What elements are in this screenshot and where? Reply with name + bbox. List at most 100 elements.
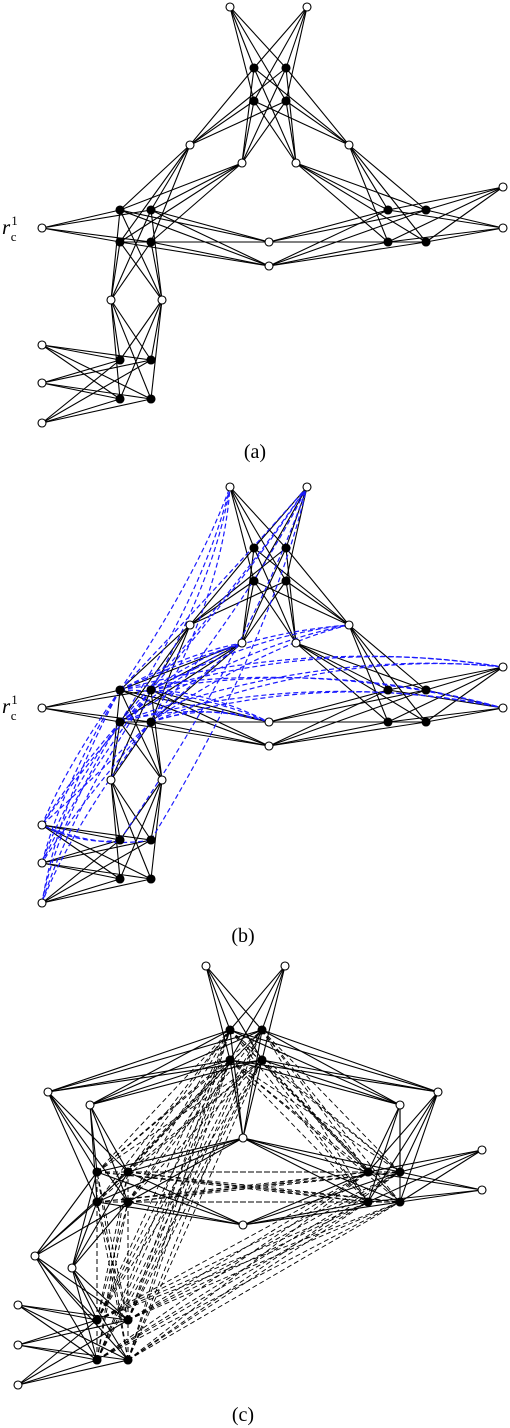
filled-node [257, 1025, 267, 1035]
edge [229, 1029, 401, 1106]
edge [110, 299, 152, 361]
blue-dashed-edge [119, 486, 308, 841]
edge [150, 689, 270, 747]
filled-node [123, 1167, 133, 1177]
hollow-node [498, 182, 508, 192]
blue-dashed-edge [119, 486, 308, 723]
edge [110, 209, 121, 301]
edge [127, 1137, 244, 1173]
black-dashed-edge [261, 1029, 369, 1203]
edge [150, 144, 191, 243]
black-dashed-edge [229, 1029, 369, 1203]
edge [285, 6, 308, 69]
edge [253, 6, 308, 69]
black-dashed-edge [96, 1059, 231, 1361]
hollow-node [37, 858, 47, 868]
hollow-node [280, 961, 290, 971]
edge [367, 1149, 483, 1203]
edge [119, 689, 270, 723]
black-dashed-edge [127, 1029, 263, 1203]
edge [110, 721, 121, 781]
edge [205, 965, 231, 1061]
blue-dashed-edge [119, 676, 504, 709]
filled-node [146, 355, 156, 365]
edge [17, 1359, 98, 1386]
edge [47, 1029, 231, 1093]
edge [41, 878, 152, 904]
edge [387, 186, 504, 243]
panel-c-dashed-edges [96, 1029, 401, 1361]
hollow-node [238, 1220, 248, 1230]
edge [41, 359, 121, 424]
edge [89, 1059, 231, 1106]
blue-dashed-edge [119, 662, 504, 723]
edge [229, 1059, 244, 1139]
edge [110, 689, 152, 781]
black-dashed-edge [127, 1029, 231, 1173]
edge [41, 689, 152, 709]
hollow-node [201, 961, 211, 971]
edge [367, 1189, 483, 1203]
edge [387, 666, 504, 691]
hollow-node [291, 158, 301, 168]
edge [268, 689, 427, 747]
black-dashed-edge [127, 1171, 401, 1361]
edge [150, 162, 243, 211]
edge [399, 1091, 439, 1203]
filled-node [115, 835, 125, 845]
blue-dashed-edge [150, 486, 231, 691]
edge [110, 689, 121, 781]
edge [150, 721, 163, 781]
edge [34, 1255, 98, 1321]
hollow-node [477, 1145, 487, 1155]
edge [41, 839, 121, 864]
blue-dashed-edge [41, 721, 152, 826]
blue-dashed-edge [41, 721, 152, 864]
hollow-node [13, 1300, 23, 1310]
black-dashed-edge [127, 1029, 231, 1203]
black-dashed-edge [127, 1201, 401, 1361]
filled-node [383, 237, 393, 247]
blue-dashed-edge [119, 624, 350, 723]
edge [295, 162, 427, 243]
filled-node [146, 685, 156, 695]
black-dashed-edge [261, 1029, 401, 1173]
edge [119, 779, 163, 880]
filled-node [146, 717, 156, 727]
edge [71, 1267, 129, 1361]
edge [41, 878, 121, 904]
edge [425, 209, 504, 229]
edge [110, 299, 121, 361]
edge [268, 209, 389, 267]
black-dashed-edge [96, 1171, 369, 1361]
black-dashed-edge [96, 1171, 129, 1321]
panel-b-dashed-edges [41, 486, 504, 904]
edge [150, 624, 191, 723]
panel-b-caption: (b) [231, 925, 254, 947]
edge [41, 824, 121, 841]
edge [47, 1059, 263, 1093]
blue-dashed-edge [150, 656, 504, 691]
filled-node [421, 685, 431, 695]
edge [150, 299, 163, 400]
edge [150, 241, 270, 267]
black-dashed-edge [96, 1201, 401, 1321]
edge [110, 241, 152, 301]
hollow-node [185, 140, 195, 150]
filled-node [115, 394, 125, 404]
edge [387, 689, 504, 709]
edge [387, 209, 504, 229]
hollow-node [264, 717, 274, 727]
filled-node [115, 205, 125, 215]
edge [242, 1059, 263, 1139]
edge [253, 547, 350, 626]
hollow-node [67, 1263, 77, 1273]
edge [399, 1189, 483, 1203]
edge [285, 580, 297, 644]
filled-node [421, 205, 431, 215]
edge [387, 186, 504, 211]
filled-node [383, 205, 393, 215]
panel-c-nodes [13, 961, 487, 1390]
filled-node [249, 576, 259, 586]
edge [229, 6, 255, 102]
